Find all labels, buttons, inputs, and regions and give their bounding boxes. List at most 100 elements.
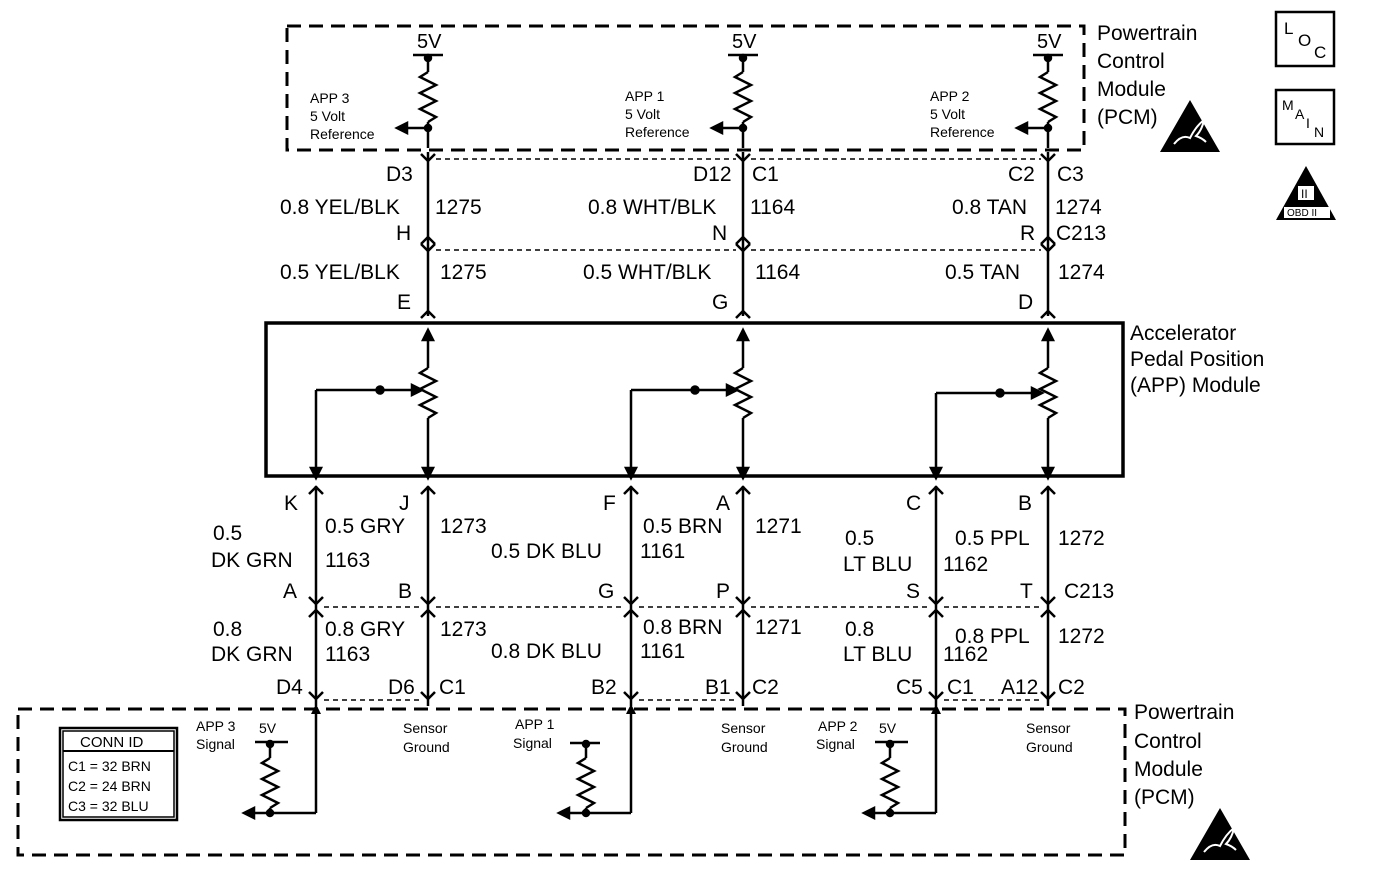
ref-app3-name1: APP 3 — [310, 90, 350, 106]
ground-3-name2: Ground — [1026, 739, 1073, 755]
pin-n: N — [712, 222, 727, 245]
wire-0.8-yel-blk: 0.8 YEL/BLK — [280, 196, 400, 219]
pin-f: F — [603, 492, 616, 515]
conn-id-row3: C3 = 32 BLU — [68, 798, 149, 814]
pin-b-c213: B — [398, 580, 412, 603]
svg-text:A: A — [1295, 106, 1305, 122]
upper-wire-lines — [426, 152, 1050, 316]
signal-circuit-app2 — [861, 713, 938, 821]
ref-app2-name2: 5 Volt — [930, 106, 965, 122]
pcm-top-title-line1: Powertrain — [1097, 22, 1197, 45]
pin-j: J — [399, 492, 410, 515]
circuit-1271-upper: 1271 — [755, 515, 802, 538]
wire-0.8-ppl: 0.8 PPL — [955, 625, 1030, 648]
pin-b1: B1 — [705, 676, 731, 699]
circuit-1164-lower: 1164 — [755, 261, 800, 284]
wire-0.8-size-k: 0.8 — [213, 618, 242, 641]
app-module-box — [264, 321, 1125, 478]
upper-connector-dashes — [436, 158, 1041, 251]
pin-b-app: B — [1018, 492, 1032, 515]
svg-text:O: O — [1298, 31, 1311, 50]
ref-app1-name1: APP 1 — [625, 88, 665, 104]
wire-0.5-ppl: 0.5 PPL — [955, 527, 1030, 550]
pcm-bottom-title-line2: Control — [1134, 730, 1202, 753]
ref-app1-volt: 5V — [732, 31, 757, 53]
conn-id-row1: C1 = 32 BRN — [68, 758, 151, 774]
wire-0.8-wht-blk: 0.8 WHT/BLK — [588, 196, 716, 219]
lower-connector-dashes — [324, 606, 1041, 701]
conn-c2-lower-a: C2 — [752, 676, 779, 699]
circuit-1161-upper: 1161 — [640, 540, 685, 563]
ref-app1-name2: 5 Volt — [625, 106, 660, 122]
pcm-top-title-line4: (PCM) — [1097, 106, 1158, 129]
wire-0.8-brn: 0.8 BRN — [643, 616, 722, 639]
circuit-1272-upper: 1272 — [1058, 527, 1105, 550]
signal-app1-name1: APP 1 — [515, 716, 555, 732]
conn-c1-lower-a: C1 — [439, 676, 466, 699]
ref-app3-name3: Reference — [310, 126, 375, 142]
conn-c3-top: C3 — [1057, 163, 1084, 186]
conn-c2-lower-b: C2 — [1058, 676, 1085, 699]
pin-c-app: C — [906, 492, 921, 515]
wire-lt-blu-upper: LT BLU — [843, 553, 912, 576]
svg-text:N: N — [1314, 124, 1324, 140]
pcm-top-title-line3: Module — [1097, 78, 1166, 101]
pin-p-c213: P — [716, 580, 730, 603]
ref-app3-name2: 5 Volt — [310, 108, 345, 124]
pin-d4: D4 — [276, 676, 303, 699]
ref-app2-name1: APP 2 — [930, 88, 970, 104]
wire-0.5-size-c: 0.5 — [845, 527, 874, 550]
pin-h: H — [396, 222, 411, 245]
circuit-1274-upper: 1274 — [1055, 196, 1102, 219]
signal-app3-volt: 5V — [259, 720, 277, 736]
pin-s-c213: S — [906, 580, 920, 603]
pcm-bottom-box — [16, 707, 1127, 857]
wire-0.5-dk-blu: 0.5 DK BLU — [491, 540, 602, 563]
pcm-top-title-line2: Control — [1097, 50, 1165, 73]
pcm-bottom-title-line3: Module — [1134, 758, 1203, 781]
circuit-1161-lower: 1161 — [640, 640, 685, 663]
pin-d3: D3 — [386, 163, 413, 186]
svg-text:L: L — [1284, 19, 1293, 38]
ref-circuit-app2 — [1014, 53, 1063, 148]
obd-ii-icon: II OBD II — [1276, 166, 1336, 220]
pcm-top-title: Powertrain Control Module (PCM) — [1097, 22, 1197, 129]
circuit-1162-lower: 1162 — [943, 643, 988, 666]
wire-0.8-gry: 0.8 GRY — [325, 618, 405, 641]
pin-c2-top: C2 — [1008, 163, 1035, 186]
app-title-line1: Accelerator — [1130, 322, 1236, 345]
circuit-1275-lower: 1275 — [440, 261, 487, 284]
wire-0.5-yel-blk: 0.5 YEL/BLK — [280, 261, 400, 284]
ref-app2-name3: Reference — [930, 124, 995, 140]
lower-wire-lines — [314, 486, 1050, 706]
pin-d6: D6 — [388, 676, 415, 699]
ref-app3-volt: 5V — [417, 31, 442, 53]
ref-circuit-app1 — [709, 53, 758, 148]
wire-0.5-brn: 0.5 BRN — [643, 515, 722, 538]
pin-a12: A12 — [1001, 676, 1038, 699]
signal-app3-name1: APP 3 — [196, 718, 236, 734]
ref-app2-volt: 5V — [1037, 31, 1062, 53]
circuit-1164-upper: 1164 — [750, 196, 795, 219]
pin-d-app: D — [1018, 291, 1033, 314]
esd-warning-icon-bottom — [1189, 807, 1251, 861]
circuit-1275-upper: 1275 — [435, 196, 482, 219]
wire-0.5-size-k: 0.5 — [213, 522, 242, 545]
wire-0.8-tan: 0.8 TAN — [952, 196, 1027, 219]
conn-id-table: CONN ID C1 = 32 BRN C2 = 24 BRN C3 = 32 … — [58, 726, 179, 822]
pin-c5: C5 — [896, 676, 923, 699]
pin-g-c213: G — [598, 580, 614, 603]
ref-app1-name3: Reference — [625, 124, 690, 140]
app-pot-1 — [623, 327, 753, 481]
wire-0.8-dk-blu: 0.8 DK BLU — [491, 640, 602, 663]
pin-a-c213: A — [283, 580, 297, 603]
circuit-1273-upper: 1273 — [440, 515, 487, 538]
wire-0.5-wht-blk: 0.5 WHT/BLK — [583, 261, 711, 284]
esd-warning-icon-top — [1159, 99, 1221, 153]
circuit-1162-upper: 1162 — [943, 553, 988, 576]
ground-1-name2: Ground — [403, 739, 450, 755]
signal-app2-name2: Signal — [816, 736, 855, 752]
pcm-bottom-title-line1: Powertrain — [1134, 701, 1234, 724]
signal-circuit-app3 — [241, 713, 318, 821]
pcm-input-arrows — [311, 704, 941, 714]
